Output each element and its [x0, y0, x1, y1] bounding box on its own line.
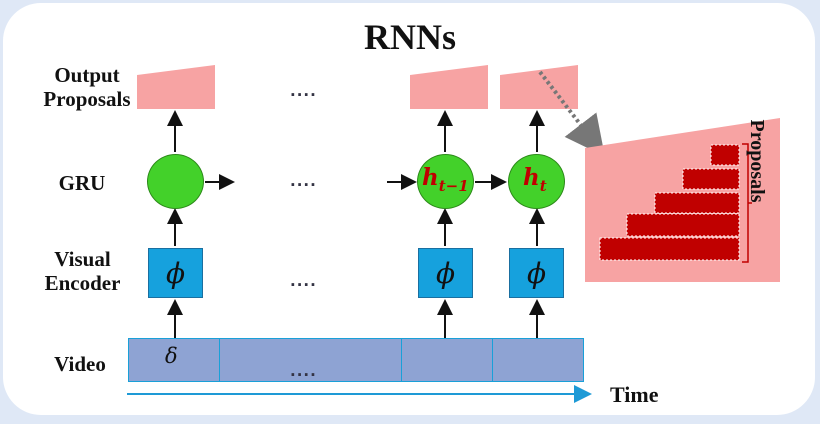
proposal-bar-3 [654, 192, 740, 214]
gru-cell-t [508, 154, 565, 209]
ellipsis-encoder: .... [290, 272, 317, 290]
hidden-state-t-label: ht [523, 164, 547, 195]
ellipsis-gru: .... [290, 172, 317, 190]
output-proposal-t-minus-1 [410, 65, 488, 109]
row-label-visual-encoder: Visual Encoder [44, 247, 121, 295]
proposal-bar-5 [599, 237, 740, 261]
video-segment-1 [128, 338, 220, 382]
proposal-bar-1 [710, 144, 740, 166]
row-label-video: Video [54, 352, 106, 376]
gru-cell-t-minus-1 [417, 154, 474, 209]
proposals-label: Proposals [746, 119, 768, 203]
ellipsis-output: .... [290, 82, 317, 100]
video-segment-t-minus-1 [401, 338, 493, 382]
visual-encoder-1: ϕ [148, 248, 203, 298]
delta-symbol: δ [165, 344, 178, 368]
video-segment-middle [219, 338, 402, 382]
row-label-output-proposals: Output Proposals [43, 63, 131, 111]
video-segment-t [492, 338, 584, 382]
proposal-bar-2 [682, 168, 740, 190]
ellipsis-video: .... [290, 362, 317, 380]
hidden-state-t-minus-1-label: ht−1 [422, 164, 469, 195]
zoom-dashed-arrow [538, 70, 605, 157]
visual-encoder-t: ϕ [509, 248, 564, 298]
time-label: Time [610, 382, 659, 407]
proposal-bar-4 [626, 213, 740, 237]
gru-cell-1 [147, 154, 204, 209]
diagram-title: RNNs [363, 17, 456, 57]
row-label-gru: GRU [58, 171, 106, 195]
output-proposal-t [500, 65, 578, 109]
output-proposal-1 [137, 65, 215, 109]
visual-encoder-t-minus-1: ϕ [418, 248, 473, 298]
